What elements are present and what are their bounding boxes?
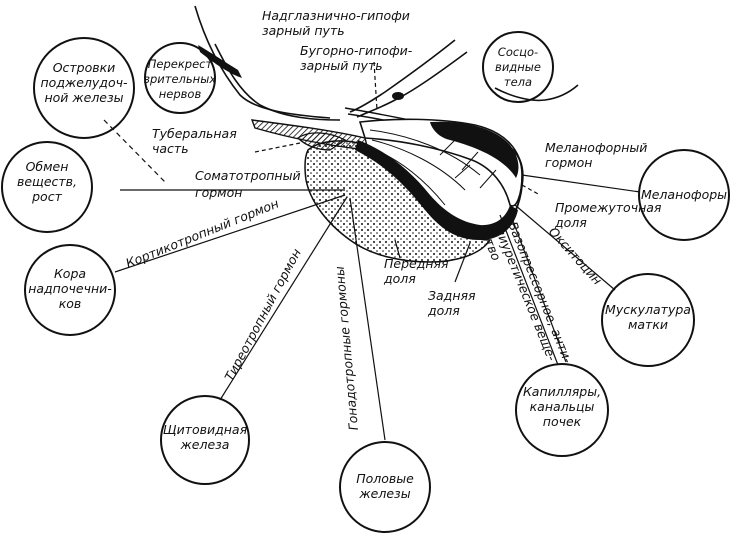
text-line: Бугорно-гипофи- (300, 43, 413, 58)
line-thyroid (219, 196, 348, 401)
line-anterior (394, 239, 401, 259)
text-line: веществ, (17, 174, 77, 189)
text-line: Кортикотропный гормон (124, 196, 281, 271)
corticotropic-label: Кортикотропный гормон (124, 196, 281, 271)
line-melanophores (521, 174, 641, 193)
text-line: нервов (159, 87, 202, 101)
text-line: надпочечни- (28, 281, 112, 296)
text-line: Надглазнично-гипофи (262, 8, 410, 23)
text-line: Островки (53, 60, 116, 75)
text-line: доля (554, 215, 587, 230)
optic-chiasm-shape (198, 45, 242, 78)
text-line: Промежуточная (555, 200, 662, 215)
thyrotropic-label: Тиреотропный гормон (221, 246, 304, 383)
somatotropic-label: Соматотропный гормон (195, 168, 301, 200)
text-line: Соматотропный (195, 168, 301, 183)
tuberohypophyseal-label: Бугорно-гипофи-зарный путь (300, 43, 413, 73)
melanophores-label: Меланофоры (641, 187, 727, 202)
line-tuberal (254, 142, 301, 153)
line-intermediate (521, 184, 541, 196)
text-line: гормон (545, 155, 592, 170)
text-line: зрительных (144, 72, 216, 86)
text-line: часть (152, 141, 189, 156)
line-kidney-a (499, 214, 559, 366)
line-posterior (454, 242, 471, 283)
text-line: зарный путь (262, 23, 345, 38)
gonadotropic-label: Гонадотропные гормоны (332, 265, 361, 431)
text-line: Половые (356, 471, 414, 486)
text-line: зарный путь (300, 58, 383, 73)
text-line: поджелудоч- (41, 75, 128, 90)
text-line: Меланофоры (641, 187, 727, 202)
posterior-lobe-dark (430, 121, 519, 178)
text-line: железа (180, 437, 230, 452)
text-line: Кора (54, 266, 86, 281)
line-adrenal (114, 194, 346, 273)
connection-lines (103, 61, 641, 441)
text-line: Гонадотропные гормоны (332, 265, 361, 431)
text-line: Щитовидная (163, 422, 248, 437)
text-line: Мускулатура (605, 302, 691, 317)
oxytocin-label: Окситоцин (546, 224, 605, 288)
text-line: Капилляры, (523, 384, 601, 399)
pituitary-gland (296, 118, 524, 263)
text-line: Окситоцин (546, 224, 605, 288)
text-line: почек (543, 414, 582, 429)
line-kidney-b (509, 212, 567, 363)
text-line: канальцы (530, 399, 595, 414)
text-line: Тиреотропный гормон (221, 246, 304, 383)
text-line: ной железы (44, 90, 123, 105)
text-line: железы (358, 486, 410, 501)
line-islets (103, 119, 166, 183)
text-line: Меланофорный (545, 140, 647, 155)
line-tuberohypophyseal (373, 61, 378, 111)
text-line: Перекрест (148, 57, 213, 71)
text-line: Передняя (384, 256, 449, 271)
text-line: видные (495, 60, 541, 74)
intermediate-lobe (355, 140, 518, 240)
text-line: доля (383, 271, 416, 286)
text-line: тела (504, 75, 532, 89)
target-melanophores: Меланофоры (638, 149, 730, 241)
text-line: доля (427, 303, 460, 318)
line-uterus (514, 204, 616, 291)
text-line: Обмен (26, 159, 69, 174)
line-gonads (349, 197, 386, 441)
text-line: матки (628, 317, 668, 332)
text-line: Туберальная (152, 126, 237, 141)
text-line: Сосцо- (498, 45, 538, 59)
text-line: рост (31, 189, 62, 204)
text-line: Задняя (428, 288, 476, 303)
text-line: ков (59, 296, 82, 311)
anterior-lobe (304, 140, 492, 263)
text-line: гормон (195, 185, 242, 200)
